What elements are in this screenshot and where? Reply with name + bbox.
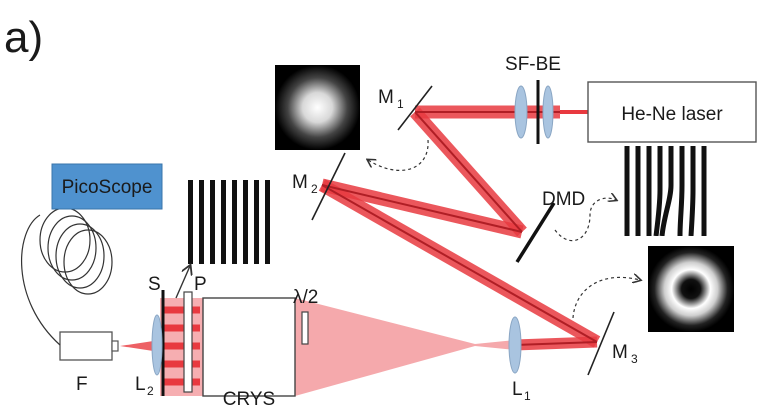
picoscope-label: PicoScope — [62, 177, 153, 198]
m2-sub: 2 — [311, 182, 318, 196]
slit-and-lens-l2: S L 2 — [135, 274, 165, 398]
slit-label: S — [148, 274, 161, 295]
focused-beam-cone — [295, 298, 515, 396]
he-ne-laser: He-Ne laser — [587, 81, 757, 143]
m3-sub: 3 — [631, 352, 638, 366]
gaussian-profile-inset — [275, 65, 360, 150]
m3-label: M — [612, 342, 628, 363]
mirror-m2: M 2 — [292, 152, 346, 221]
dmd-label: DMD — [542, 189, 585, 210]
spatial-filter-beam-expander: SF-BE — [505, 54, 561, 144]
polarizer: P — [183, 274, 207, 393]
picoscope: PicoScope — [51, 163, 163, 210]
lens-l1: L 1 — [508, 316, 531, 403]
sf-lens-2 — [542, 85, 554, 139]
waveplate-label: λ/2 — [293, 287, 318, 308]
donut-profile-inset — [648, 246, 734, 332]
straight-fringes-inset — [188, 180, 270, 264]
fiber-coupler: F — [59, 331, 119, 395]
laser-label: He-Ne laser — [621, 104, 723, 125]
sf-lens-1 — [514, 85, 528, 139]
crystal: CRYS — [202, 297, 296, 410]
l2-sub: 2 — [147, 384, 154, 398]
panel-label: a) — [4, 13, 43, 62]
m2-label: M — [292, 172, 308, 193]
half-wave-plate: λ/2 — [293, 287, 318, 345]
l2-label: L — [135, 374, 146, 395]
fringe-lines-after-crystal — [162, 306, 200, 386]
focus-cone-to-fiber — [120, 340, 160, 352]
crystal-label: CRYS — [223, 389, 275, 410]
sf-be-label: SF-BE — [505, 54, 561, 75]
laser-beam-path — [318, 105, 601, 351]
fiber-coil — [21, 207, 113, 346]
mirror-m3: M 3 — [587, 311, 638, 376]
forked-hologram-inset — [624, 146, 707, 236]
dashed-pointer-arrows — [368, 139, 640, 319]
l1-sub: 1 — [524, 389, 531, 403]
fiber-label: F — [76, 374, 88, 395]
m1-sub: 1 — [397, 97, 404, 111]
dmd: DMD — [515, 189, 585, 263]
l1-label: L — [512, 379, 523, 400]
lens-l2 — [151, 314, 163, 376]
pointer-to-fringes — [175, 266, 190, 299]
polarizer-label: P — [194, 274, 207, 295]
mirror-m1: M 1 — [378, 85, 433, 131]
m1-label: M — [378, 87, 394, 108]
